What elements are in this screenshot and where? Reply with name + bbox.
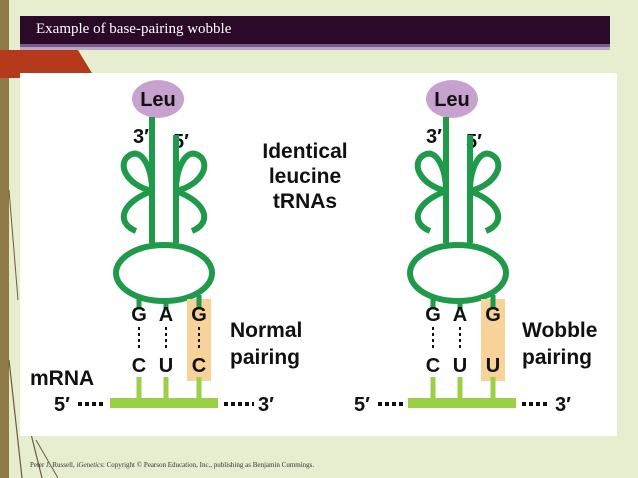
- codon-right-1: C: [426, 355, 440, 377]
- center-label-1: Identical: [262, 140, 347, 163]
- trna-right: Leu 3′ 5′ G A G C U U: [407, 80, 597, 399]
- figure-panel: Leu 3′ 5′ G A G: [20, 73, 617, 436]
- wobble-position-highlight-right: [481, 299, 505, 381]
- wobble-diagram: Leu 3′ 5′ G A G: [30, 80, 597, 416]
- codon-left-3: C: [192, 355, 206, 377]
- mrna-left-3prime: 3′: [258, 394, 274, 416]
- anticodon-right-1: G: [425, 304, 441, 326]
- mrna-left-strand: [110, 398, 218, 408]
- mrna-label: mRNA: [30, 367, 94, 390]
- mrna-right-5prime: 5′: [354, 394, 370, 416]
- leu-left-label: Leu: [140, 89, 176, 111]
- codon-left-1: C: [132, 355, 146, 377]
- center-label-3: tRNAs: [273, 190, 337, 213]
- pairing-label-right-1: Wobble: [522, 319, 597, 342]
- anticodon-left-1: G: [131, 304, 147, 326]
- leu-left-badge: [132, 80, 184, 118]
- codon-left-2: U: [159, 355, 173, 377]
- title-bar: Example of base-pairing wobble: [20, 16, 610, 47]
- center-label-2: leucine: [269, 165, 341, 188]
- codon-right-2: U: [453, 355, 467, 377]
- pairing-label-left-1: Normal: [230, 319, 302, 342]
- leu-right-label: Leu: [434, 89, 470, 111]
- mrna-right-3prime: 3′: [555, 394, 571, 416]
- anticodon-right-2: A: [453, 304, 467, 326]
- trna-left-3prime: 3′: [133, 126, 149, 148]
- anticodon-left-3: G: [191, 304, 207, 326]
- codon-right-3: U: [486, 355, 500, 377]
- slide-title: Example of base-pairing wobble: [36, 21, 232, 37]
- credit-book: iGenetics: [76, 461, 103, 469]
- copyright-credit: Peter J. Russell, iGenetics: Copyright ©…: [30, 461, 314, 469]
- trna-right-3prime: 3′: [426, 126, 442, 148]
- credit-author: Peter J. Russell,: [30, 461, 77, 469]
- pairing-label-right-2: pairing: [522, 346, 592, 369]
- mrna-right-strand: [408, 398, 516, 408]
- trna-left: Leu 3′ 5′ G A G: [113, 80, 302, 399]
- pairing-label-left-2: pairing: [230, 346, 300, 369]
- credit-rest: : Copyright © Pearson Education, Inc., p…: [102, 461, 315, 469]
- leu-right-badge: [426, 80, 478, 118]
- anticodon-left-2: A: [159, 304, 173, 326]
- mrna-left-5prime: 5′: [54, 394, 70, 416]
- anticodon-right-3: G: [485, 304, 501, 326]
- left-accent-bar: [0, 0, 9, 478]
